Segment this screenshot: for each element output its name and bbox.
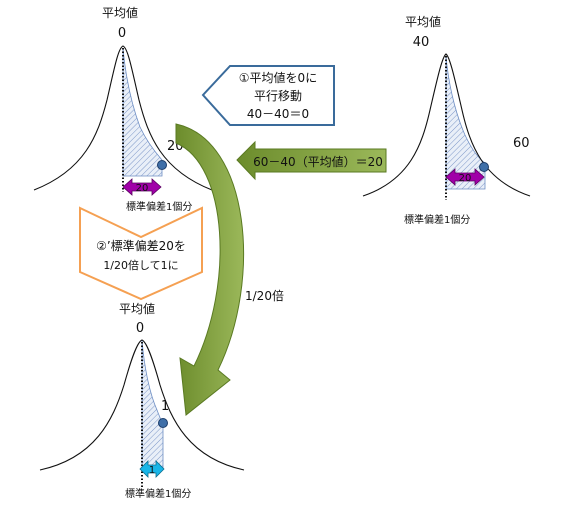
bottom-point-value: 1	[161, 399, 169, 414]
shift-callout-shape	[201, 65, 335, 126]
bottom-bell-curve	[39, 339, 245, 471]
top-left-distribution: 平均値 0 20 20 標準偏差1個分	[33, 5, 213, 213]
top-left-sd-arrow: 20	[122, 178, 162, 196]
scale-callout: ②’標準偏差20を 1/20倍して1に	[79, 206, 203, 301]
bottom-sd-arrow-value: 1	[149, 465, 155, 476]
right-sd-label: 標準偏差1個分	[404, 213, 470, 226]
bottom-mean-label: 平均値	[119, 301, 155, 316]
shift-callout-line2: 平行移動	[254, 89, 302, 103]
bottom-distribution: 平均値 0 1 1 標準偏差1個分	[39, 301, 245, 500]
scale-callout-shape	[79, 206, 203, 301]
right-data-point	[479, 162, 489, 172]
top-left-sd-label: 標準偏差1個分	[126, 200, 192, 213]
bottom-sd-arrow: 1	[139, 460, 165, 478]
bottom-data-point	[158, 418, 168, 428]
right-mean-value: 40	[413, 35, 430, 50]
shift-callout-line3: 40－40＝0	[247, 107, 309, 121]
bottom-sd-label: 標準偏差1個分	[125, 487, 191, 500]
curved-scale-arrow: 1/20倍	[175, 123, 284, 416]
shift-callout-line1: ①平均値を0に	[239, 70, 317, 85]
top-left-hatched-area	[122, 47, 163, 177]
right-point-value: 60	[513, 136, 530, 151]
right-distribution: 平均値 40 60 20 標準偏差1個分	[362, 14, 531, 226]
top-left-data-point	[157, 160, 167, 170]
green-shift-arrow: 60－40（平均値）＝20	[236, 140, 387, 181]
scale-callout-line1: ②’標準偏差20を	[96, 238, 186, 253]
curved-arrow-body	[175, 123, 245, 416]
scale-callout-line2: 1/20倍して1に	[103, 258, 178, 272]
bottom-mean-value: 0	[136, 321, 144, 336]
right-sd-arrow: 20	[445, 168, 485, 186]
top-left-mean-label: 平均値	[102, 5, 138, 20]
top-left-bell-curve	[33, 45, 213, 191]
top-left-sd-arrow-value: 20	[136, 183, 149, 194]
green-arrow-label: 60－40（平均値）＝20	[253, 154, 383, 169]
top-left-mean-value: 0	[118, 26, 126, 41]
right-mean-label: 平均値	[405, 14, 441, 29]
right-bell-curve	[362, 53, 531, 197]
right-sd-arrow-value: 20	[459, 173, 472, 184]
curved-arrow-label: 1/20倍	[245, 288, 284, 303]
shift-callout: ①平均値を0に 平行移動 40－40＝0	[201, 65, 335, 126]
